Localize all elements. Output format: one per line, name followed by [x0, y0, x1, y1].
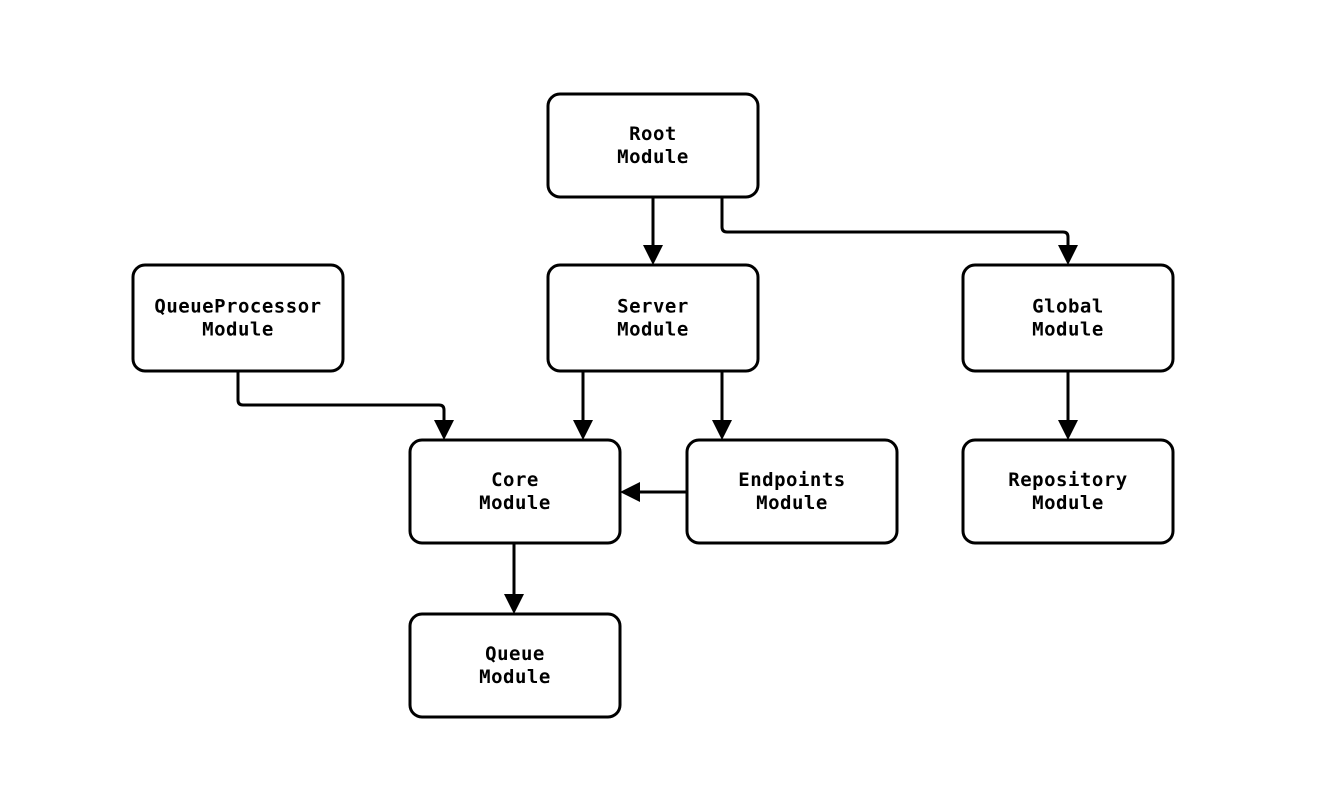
node-box[interactable] — [685, 438, 899, 545]
node-label-line2: Module — [617, 146, 689, 168]
node-box[interactable] — [131, 263, 345, 373]
edge-endpoints-to-core — [620, 482, 687, 502]
arrowhead-icon — [620, 482, 640, 502]
arrowhead-icon — [1058, 245, 1078, 265]
node-box[interactable] — [408, 438, 622, 545]
node-label-line2: Module — [617, 319, 689, 341]
edge-root-to-global — [720, 197, 1078, 265]
node-label-line2: Module — [756, 492, 828, 514]
node-label-line1: QueueProcessor — [154, 296, 321, 318]
node-label-line1: Repository — [1008, 469, 1127, 491]
edge-server-to-endpoints — [712, 371, 732, 440]
node-label-line1: Root — [629, 123, 677, 145]
arrowhead-icon — [643, 245, 663, 265]
edge-line — [236, 371, 446, 424]
node-label-line1: Server — [617, 296, 689, 318]
node-label-line2: Module — [202, 319, 274, 341]
node-label-line2: Module — [1032, 319, 1104, 341]
edge-line — [720, 197, 1070, 249]
nodes-layer: RootModuleQueueProcessorModuleServerModu… — [131, 92, 1175, 719]
edge-core-to-queue — [504, 543, 524, 614]
node-label-line1: Endpoints — [738, 469, 845, 491]
node-box[interactable] — [408, 612, 622, 719]
node-label-line2: Module — [1032, 492, 1104, 514]
node-box[interactable] — [546, 263, 760, 373]
arrowhead-icon — [712, 420, 732, 440]
node-box[interactable] — [546, 92, 760, 199]
arrowhead-icon — [1058, 420, 1078, 440]
arrowhead-icon — [504, 594, 524, 614]
edges-layer — [236, 197, 1078, 614]
arrowhead-icon — [573, 420, 593, 440]
edge-global-to-repository — [1058, 371, 1078, 440]
node-label-line2: Module — [479, 492, 551, 514]
node-box[interactable] — [961, 263, 1175, 373]
node-label-line1: Global — [1032, 296, 1104, 318]
arrowhead-icon — [434, 420, 454, 440]
node-label-line2: Module — [479, 666, 551, 688]
node-box[interactable] — [961, 438, 1175, 545]
edge-root-to-server — [643, 197, 663, 265]
node-label-line1: Core — [491, 469, 539, 491]
edge-server-to-core — [573, 371, 593, 440]
edge-queueprocessor-to-core — [236, 371, 454, 440]
node-label-line1: Queue — [485, 643, 545, 665]
